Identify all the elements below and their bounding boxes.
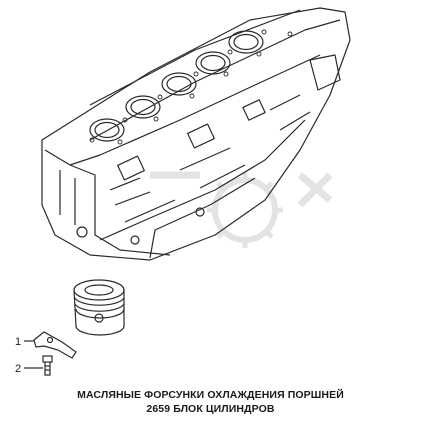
watermark-logo xyxy=(150,171,333,248)
callout-2: 2 xyxy=(15,363,21,375)
cylinder-block xyxy=(41,7,351,261)
caption-line-1: МАСЛЯНЫЕ ФОРСУНКИ ОХЛАЖДЕНИЯ ПОРШНЕЙ xyxy=(77,389,344,401)
piston xyxy=(73,279,125,336)
callout-1: 1 xyxy=(15,336,21,348)
cylinder-bores xyxy=(89,30,264,142)
oil-nozzle xyxy=(24,331,77,359)
caption-line-2: 2659 БЛОК ЦИЛИНДРОВ xyxy=(146,403,275,415)
nozzle-bolt xyxy=(24,355,53,376)
